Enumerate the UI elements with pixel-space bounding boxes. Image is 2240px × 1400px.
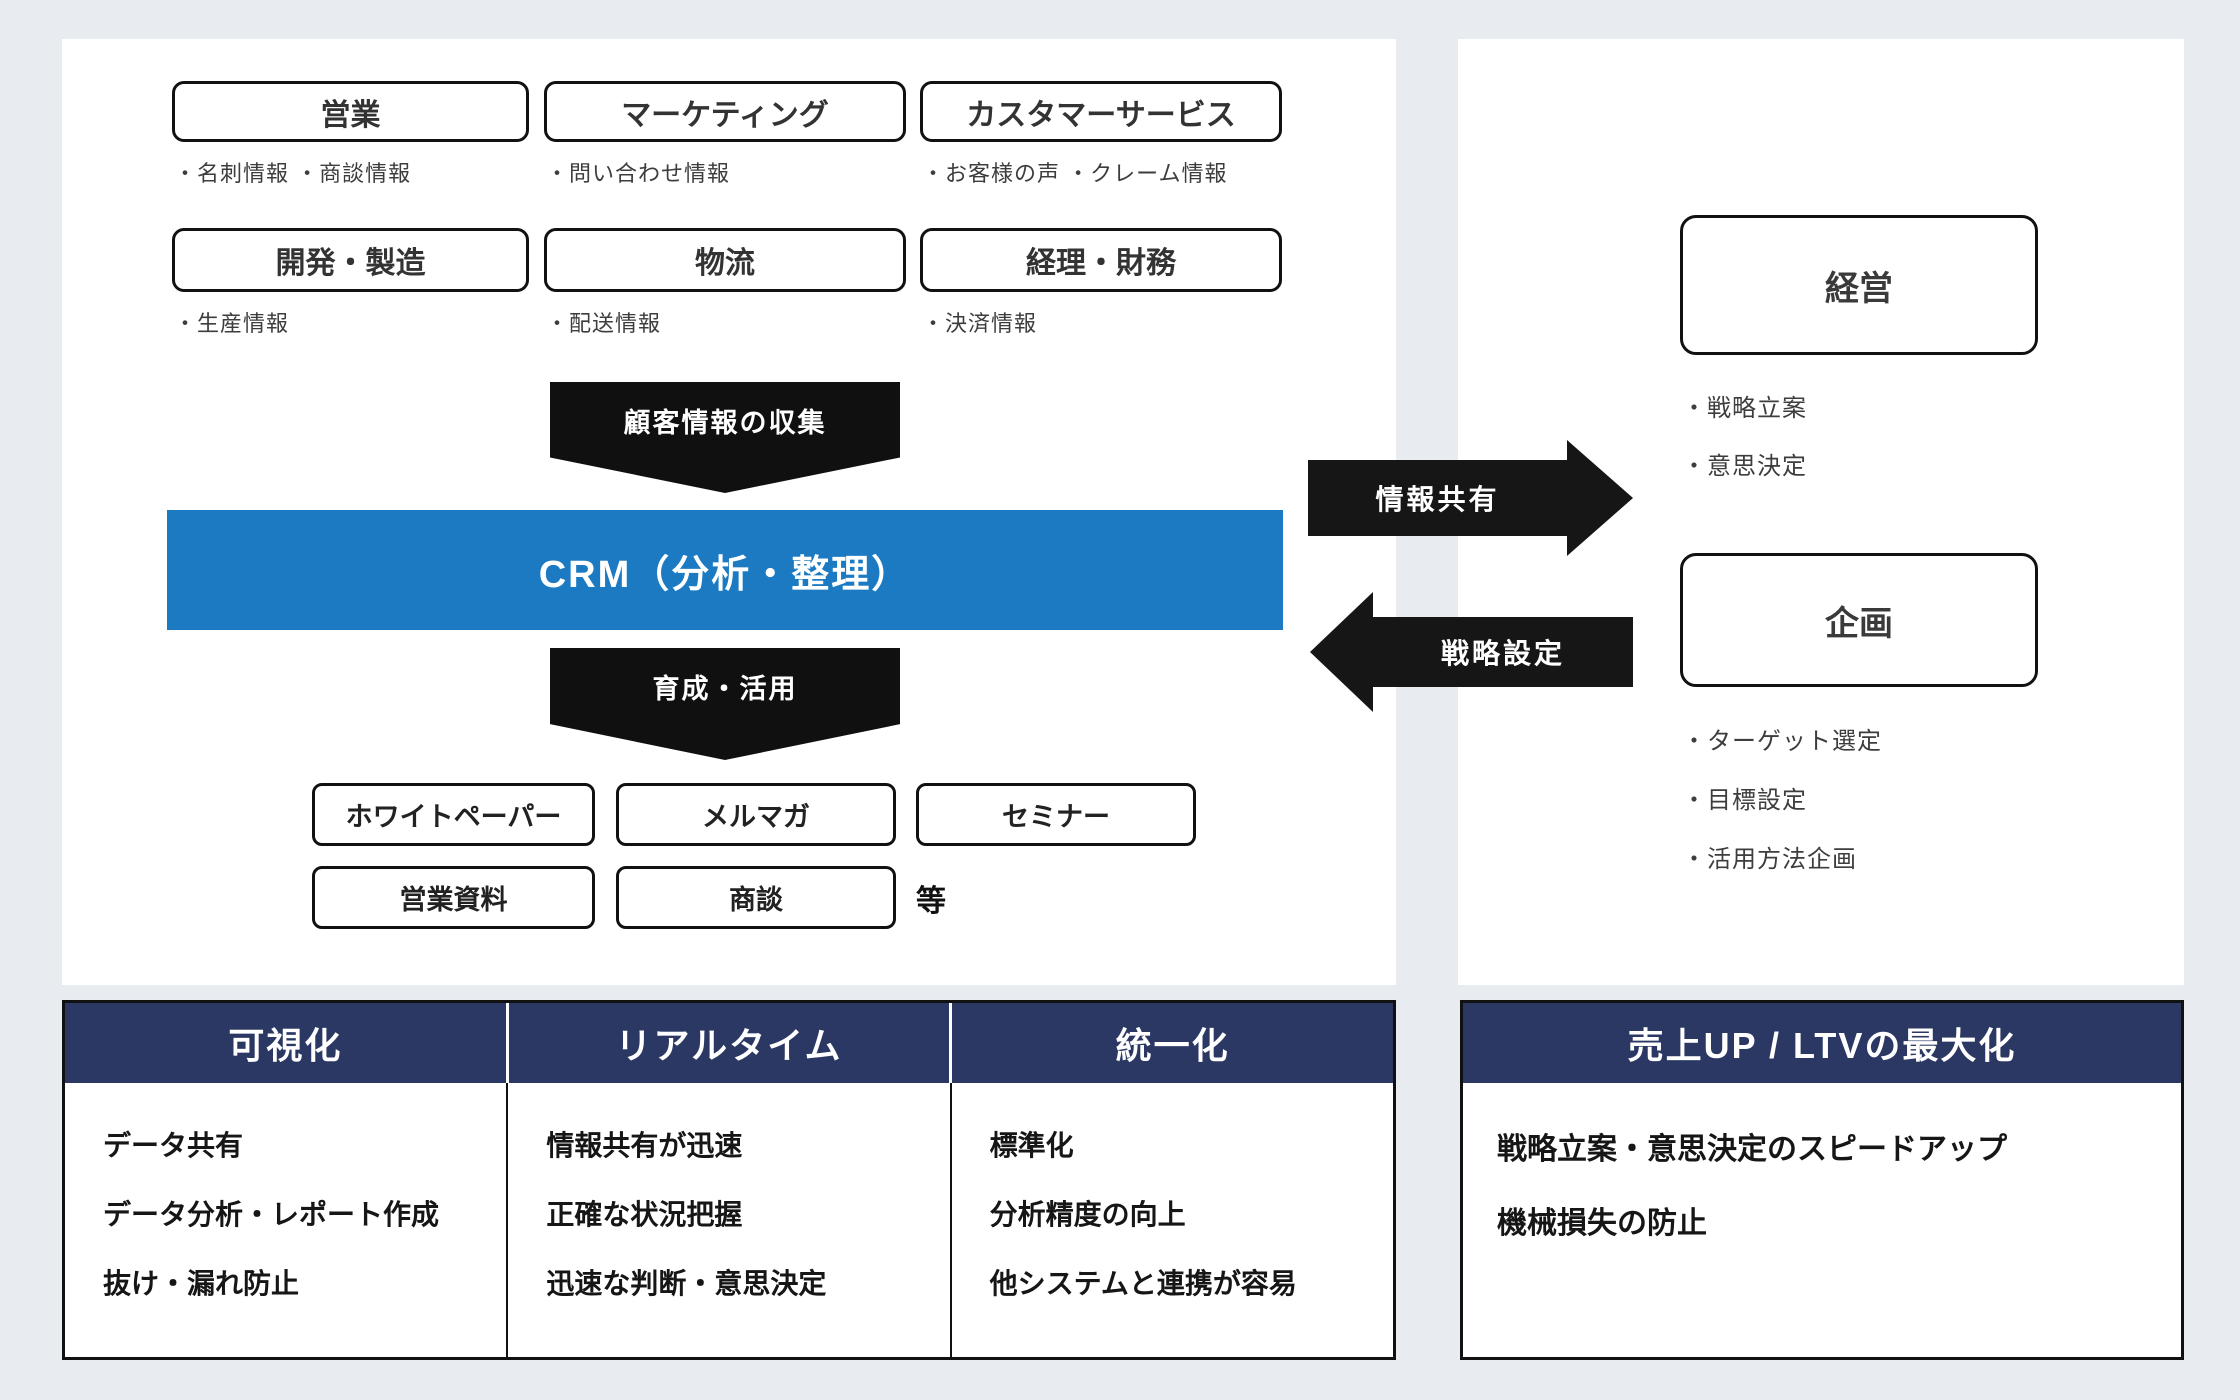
strategy-arrow-head xyxy=(1310,592,1373,712)
output-box-negotiation: 商談 xyxy=(616,866,896,929)
benefit-col-realtime: 情報共有が迅速 正確な状況把握 迅速な判断・意思決定 xyxy=(506,1083,949,1357)
benefit-cell: 抜け・漏れ防止 xyxy=(103,1268,300,1299)
dept-box-sales: 営業 xyxy=(172,81,529,142)
result-header: 売上UP / LTVの最大化 xyxy=(1463,1003,2181,1083)
strategy-arrow-icon: 戦略設定 xyxy=(1310,592,1633,712)
share-arrow-head xyxy=(1567,440,1633,556)
benefit-table-body: データ共有 データ分析・レポート作成 抜け・漏れ防止 情報共有が迅速 正確な状況… xyxy=(65,1083,1393,1357)
dept-box-customer-service: カスタマーサービス xyxy=(920,81,1282,142)
output-box-mailmagazine: メルマガ xyxy=(616,783,896,846)
dept-note-development: ・生産情報 xyxy=(174,311,290,336)
output-box-salesdocs: 営業資料 xyxy=(312,866,595,929)
strategy-arrow-label: 戦略設定 xyxy=(1373,617,1633,687)
result-cell: 戦略立案・意思決定のスピードアップ xyxy=(1497,1133,2007,1166)
dept-note-customer-service: ・お客様の声 ・クレーム情報 xyxy=(922,161,1228,186)
dept-box-accounting: 経理・財務 xyxy=(920,228,1282,292)
benefit-cell: データ共有 xyxy=(103,1130,244,1161)
result-cell: 機械損失の防止 xyxy=(1497,1207,1707,1240)
management-bullet-strategy: ・戦略立案 xyxy=(1682,394,1807,422)
benefit-table-header-row: 可視化 リアルタイム 統一化 xyxy=(65,1003,1394,1083)
benefit-cell: 迅速な判断・意思決定 xyxy=(546,1268,827,1299)
result-table: 売上UP / LTVの最大化 戦略立案・意思決定のスピードアップ 機械損失の防止 xyxy=(1460,1000,2184,1360)
group-box-planning: 企画 xyxy=(1680,553,2038,687)
result-table-header-row: 売上UP / LTVの最大化 xyxy=(1463,1003,2181,1083)
share-arrow-icon: 情報共有 xyxy=(1308,440,1633,556)
dept-note-accounting: ・決済情報 xyxy=(922,311,1038,336)
benefit-cell: データ分析・レポート作成 xyxy=(103,1199,440,1230)
outputs-etc-label: 等 xyxy=(916,884,946,918)
benefit-col-unification: 標準化 分析精度の向上 他システムと連携が容易 xyxy=(949,1083,1393,1357)
planning-bullet-target: ・ターゲット選定 xyxy=(1682,727,1882,755)
benefit-cell: 正確な状況把握 xyxy=(546,1199,743,1230)
dept-box-development: 開発・製造 xyxy=(172,228,529,292)
output-box-seminar: セミナー xyxy=(916,783,1196,846)
planning-bullet-goal: ・目標設定 xyxy=(1682,786,1807,814)
benefit-header-realtime: リアルタイム xyxy=(505,1003,950,1083)
management-bullet-decision: ・意思決定 xyxy=(1682,452,1807,480)
nurture-arrow-label: 育成・活用 xyxy=(652,673,798,704)
dept-note-logistics: ・配送情報 xyxy=(546,311,662,336)
benefit-cell: 他システムと連携が容易 xyxy=(989,1268,1297,1299)
benefit-header-visualization: 可視化 xyxy=(65,1003,506,1083)
result-col: 戦略立案・意思決定のスピードアップ 機械損失の防止 xyxy=(1463,1083,2181,1357)
benefit-cell: 分析精度の向上 xyxy=(989,1199,1186,1230)
result-table-body: 戦略立案・意思決定のスピードアップ 機械損失の防止 xyxy=(1463,1083,2181,1357)
benefit-cell: 標準化 xyxy=(989,1130,1074,1161)
share-arrow-label: 情報共有 xyxy=(1308,460,1567,536)
planning-bullet-utilization: ・活用方法企画 xyxy=(1682,845,1857,873)
benefit-table: 可視化 リアルタイム 統一化 データ共有 データ分析・レポート作成 抜け・漏れ防… xyxy=(62,1000,1396,1360)
benefit-col-visualization: データ共有 データ分析・レポート作成 抜け・漏れ防止 xyxy=(65,1083,506,1357)
output-box-whitepaper: ホワイトペーパー xyxy=(312,783,595,846)
dept-note-marketing: ・問い合わせ情報 xyxy=(546,161,731,186)
benefit-header-unification: 統一化 xyxy=(949,1003,1394,1083)
dept-box-marketing: マーケティング xyxy=(544,81,906,142)
crm-bar: CRM（分析・整理） xyxy=(167,510,1283,630)
benefit-cell: 情報共有が迅速 xyxy=(546,1130,743,1161)
collect-arrow-label: 顧客情報の収集 xyxy=(623,407,827,438)
dept-box-logistics: 物流 xyxy=(544,228,906,292)
dept-note-sales: ・名刺情報 ・商談情報 xyxy=(174,161,412,186)
group-box-management: 経営 xyxy=(1680,215,2038,355)
